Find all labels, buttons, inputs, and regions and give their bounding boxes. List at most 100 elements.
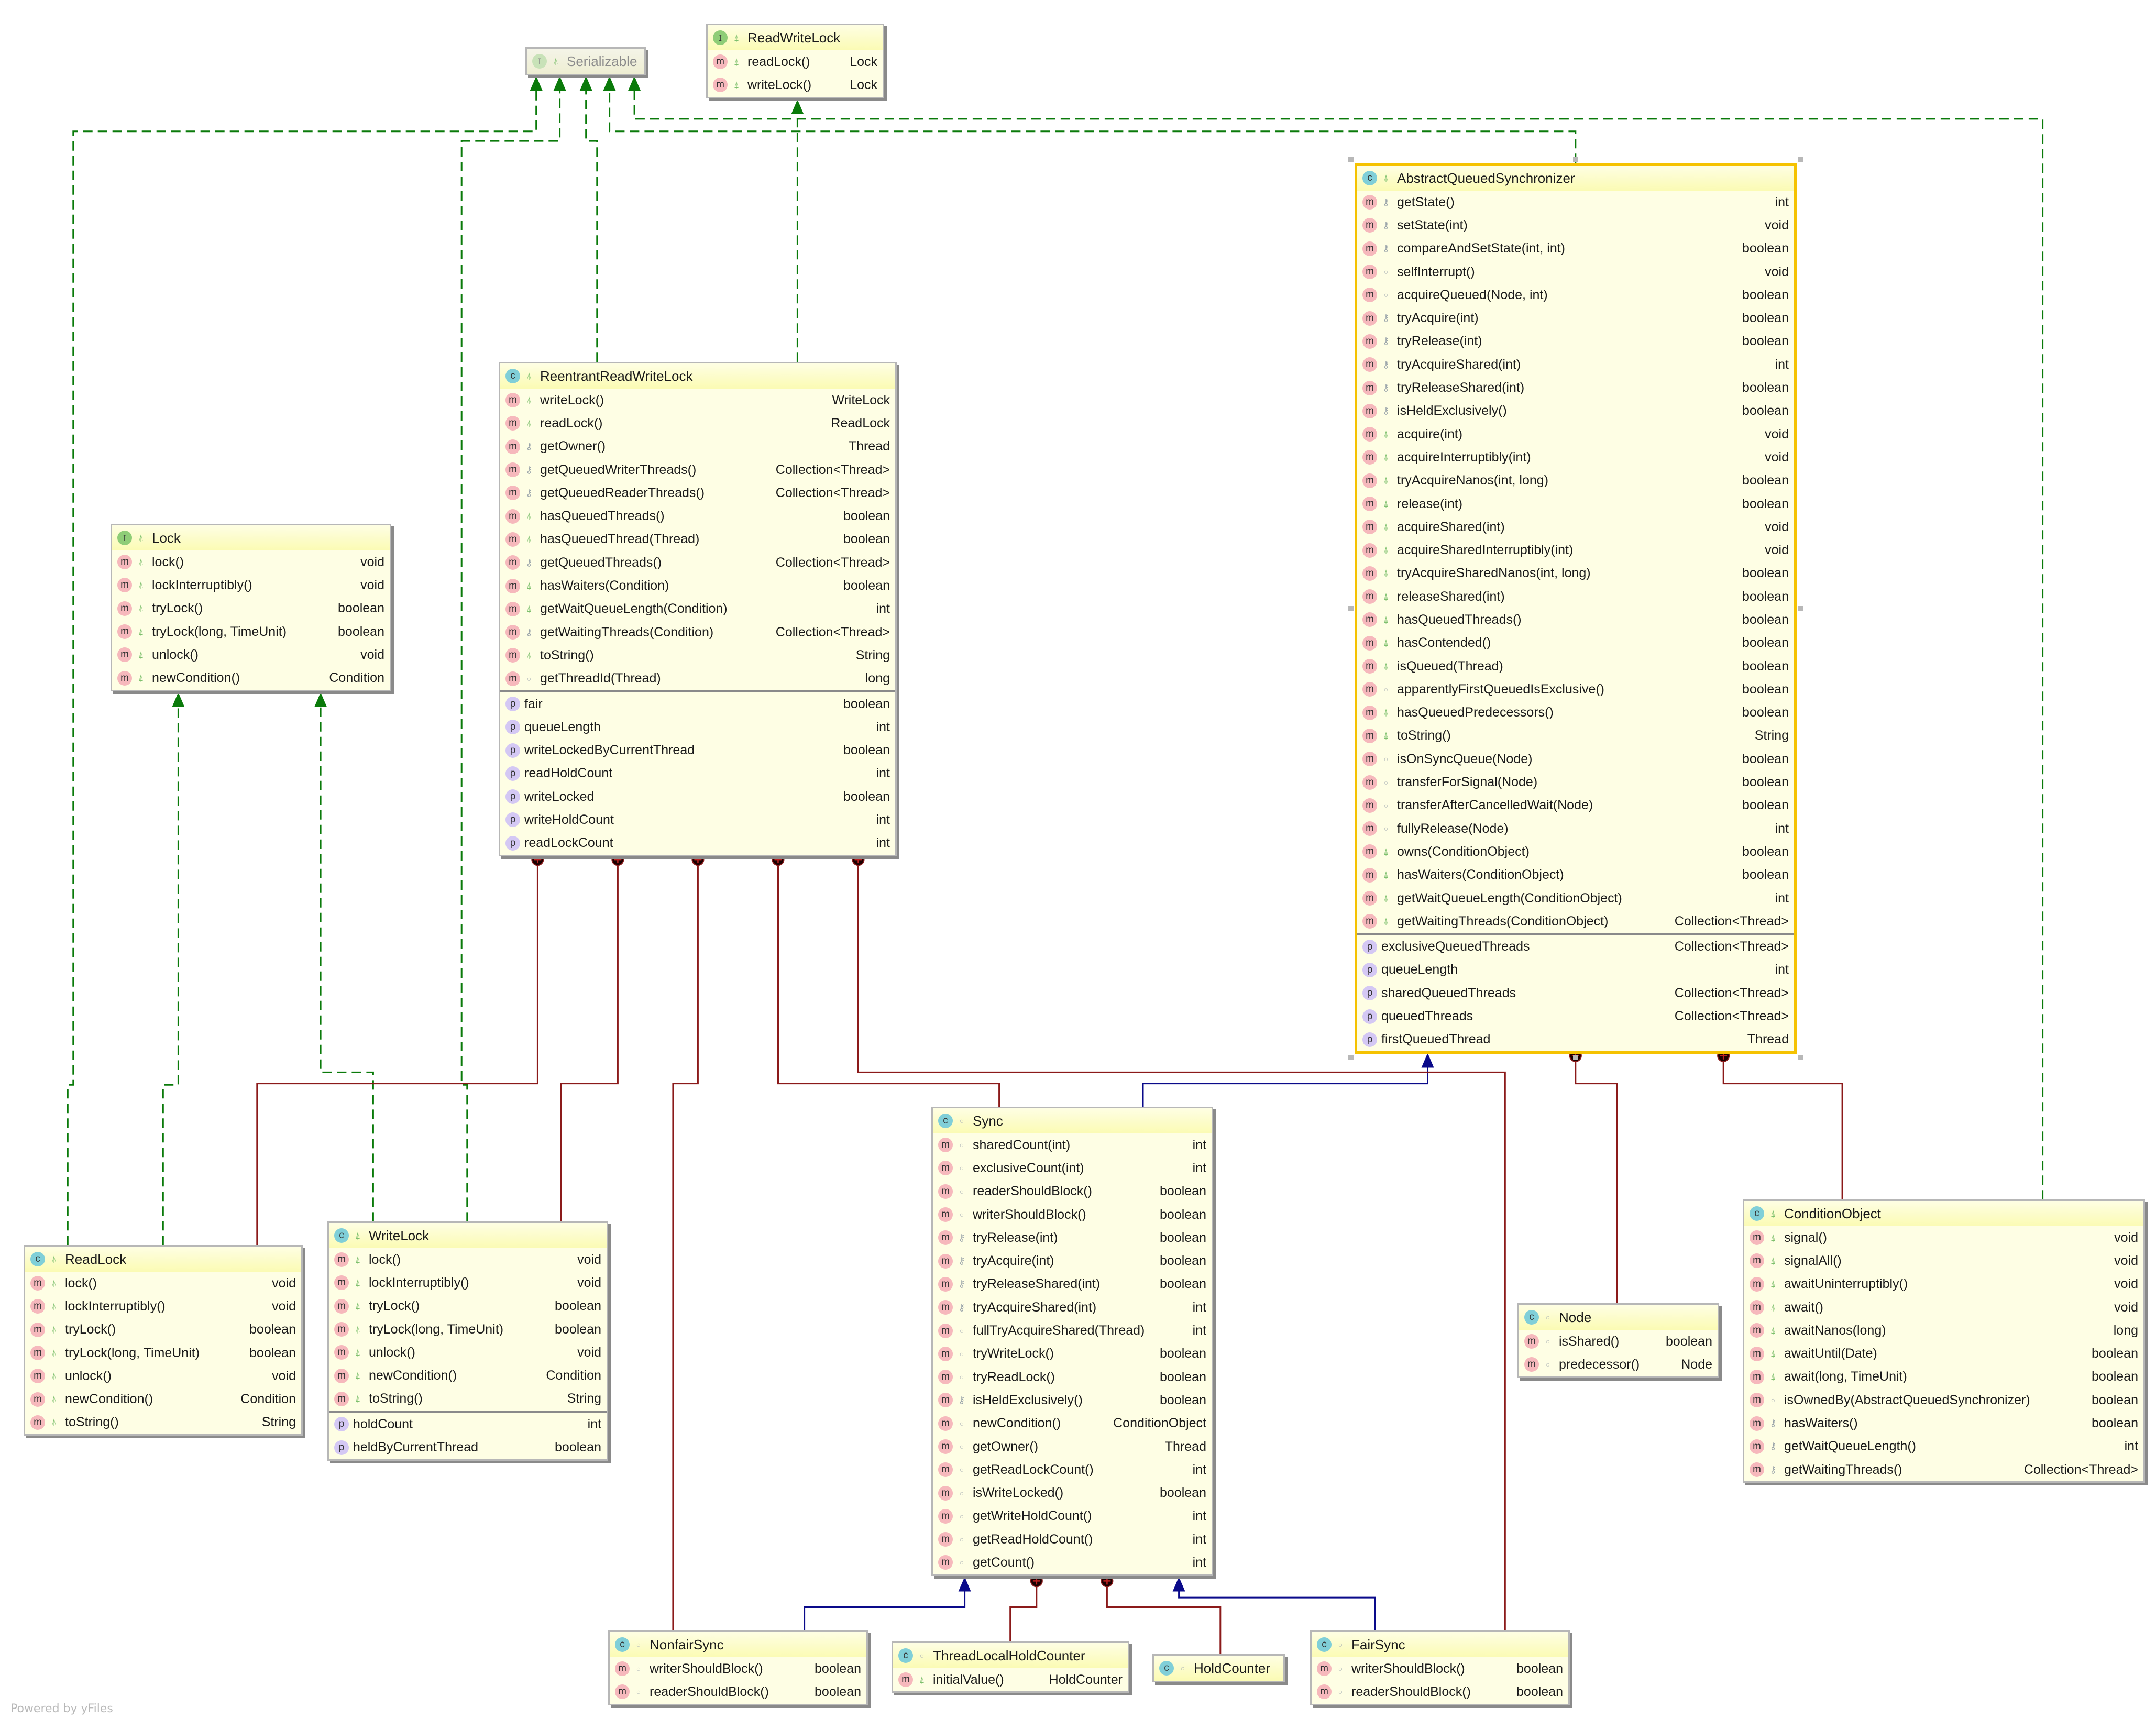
method-row[interactable]: m○apparentlyFirstQueuedIsExclusive()bool… bbox=[1357, 678, 1794, 701]
method-row[interactable]: m○isOwnedBy(AbstractQueuedSynchronizer)b… bbox=[1744, 1389, 2143, 1412]
selection-handle[interactable] bbox=[1798, 157, 1803, 162]
method-row[interactable]: m○tryWriteLock()boolean bbox=[933, 1342, 1212, 1365]
selection-handle[interactable] bbox=[1348, 605, 1354, 611]
method-row[interactable]: m⍋hasWaiters(ConditionObject)boolean bbox=[1357, 864, 1794, 887]
method-row[interactable]: m○getThreadId(Thread)long bbox=[500, 667, 895, 690]
method-row[interactable]: m⚷getQueuedReaderThreads()Collection<Thr… bbox=[500, 481, 895, 504]
method-row[interactable]: m⍋owns(ConditionObject)boolean bbox=[1357, 840, 1794, 863]
method-row[interactable]: m⍋acquire(int)void bbox=[1357, 423, 1794, 446]
edge-writelock-lock[interactable] bbox=[320, 704, 374, 1222]
method-row[interactable]: m○getOwner()Thread bbox=[933, 1435, 1212, 1458]
method-row[interactable]: m⍋toString()String bbox=[25, 1411, 301, 1434]
selection-handle[interactable] bbox=[1348, 157, 1354, 162]
method-row[interactable]: m⍋tryAcquireNanos(int, long)boolean bbox=[1357, 469, 1794, 492]
method-row[interactable]: m⍋lockInterruptibly()void bbox=[112, 574, 390, 597]
class-header[interactable]: c⍋WriteLock bbox=[329, 1223, 607, 1248]
method-row[interactable]: m⍋initialValue()HoldCounter bbox=[893, 1668, 1128, 1691]
method-row[interactable]: m⚷tryRelease(int)boolean bbox=[933, 1226, 1212, 1249]
edge-sync-rrwl[interactable] bbox=[777, 860, 1000, 1107]
method-row[interactable]: m⚷isHeldExclusively()boolean bbox=[933, 1389, 1212, 1412]
method-row[interactable]: m○transferAfterCancelledWait(Node)boolea… bbox=[1357, 794, 1794, 817]
class-header[interactable]: c⍋ConditionObject bbox=[1744, 1201, 2143, 1226]
method-row[interactable]: m⚷tryRelease(int)boolean bbox=[1357, 330, 1794, 353]
method-row[interactable]: m⚷getQueuedThreads()Collection<Thread> bbox=[500, 551, 895, 574]
method-row[interactable]: m⍋lock()void bbox=[25, 1272, 301, 1295]
method-row[interactable]: m○isOnSyncQueue(Node)boolean bbox=[1357, 747, 1794, 770]
method-row[interactable]: m⚷tryAcquireShared(int)int bbox=[1357, 353, 1794, 376]
method-row[interactable]: m○writerShouldBlock()boolean bbox=[610, 1657, 866, 1680]
edge-threadlocalholdcounter-sync[interactable] bbox=[1009, 1581, 1038, 1642]
class-header[interactable]: c⍋ReentrantReadWriteLock bbox=[500, 363, 895, 389]
method-row[interactable]: m⍋hasWaiters(Condition)boolean bbox=[500, 574, 895, 597]
method-row[interactable]: m⚷tryAcquire(int)boolean bbox=[1357, 306, 1794, 329]
method-row[interactable]: m⍋acquireSharedInterruptibly(int)void bbox=[1357, 538, 1794, 561]
method-row[interactable]: m⍋awaitUntil(Date)boolean bbox=[1744, 1342, 2143, 1365]
method-row[interactable]: m⍋hasQueuedThread(Thread)boolean bbox=[500, 528, 895, 551]
class-header[interactable]: c○Node bbox=[1519, 1305, 1718, 1330]
class-node-serializable[interactable]: I⍋Serializable bbox=[525, 47, 646, 75]
selection-handle[interactable] bbox=[1573, 1055, 1578, 1060]
method-row[interactable]: m○newCondition()ConditionObject bbox=[933, 1412, 1212, 1435]
method-row[interactable]: m⍋getWaitingThreads(ConditionObject)Coll… bbox=[1357, 910, 1794, 933]
class-header[interactable]: c⍋ReadLock bbox=[25, 1247, 301, 1272]
method-row[interactable]: m⍋releaseShared(int)boolean bbox=[1357, 585, 1794, 608]
selection-handle[interactable] bbox=[1798, 605, 1803, 611]
method-row[interactable]: m○readerShouldBlock()boolean bbox=[610, 1680, 866, 1703]
class-header[interactable]: I⍋Serializable bbox=[527, 49, 644, 74]
edge-readlock-rrwl[interactable] bbox=[256, 860, 538, 1246]
method-row[interactable]: m⍋tryLock(long, TimeUnit)boolean bbox=[112, 620, 390, 643]
edge-writelock-serializable[interactable] bbox=[460, 85, 561, 1222]
method-row[interactable]: m○isShared()boolean bbox=[1519, 1330, 1718, 1353]
edge-fairsync-sync[interactable] bbox=[1178, 1589, 1376, 1631]
method-row[interactable]: m⍋toString()String bbox=[329, 1387, 607, 1411]
method-row[interactable]: m○tryReadLock()boolean bbox=[933, 1365, 1212, 1389]
class-header[interactable]: c○FairSync bbox=[1312, 1632, 1568, 1657]
method-row[interactable]: m⍋readLock()ReadLock bbox=[500, 412, 895, 435]
method-row[interactable]: m⚷tryReleaseShared(int)boolean bbox=[1357, 376, 1794, 399]
method-row[interactable]: m⍋tryLock()boolean bbox=[25, 1318, 301, 1341]
method-row[interactable]: m⍋tryLock(long, TimeUnit)boolean bbox=[25, 1341, 301, 1364]
method-row[interactable]: m⚷hasWaiters()boolean bbox=[1744, 1412, 2143, 1435]
method-row[interactable]: m⍋newCondition()Condition bbox=[329, 1364, 607, 1387]
class-header[interactable]: c⍋AbstractQueuedSynchronizer bbox=[1357, 166, 1794, 191]
method-row[interactable]: m○writerShouldBlock()boolean bbox=[1312, 1657, 1568, 1680]
class-header[interactable]: c○HoldCounter bbox=[1154, 1656, 1283, 1681]
method-row[interactable]: m⍋hasQueuedPredecessors()boolean bbox=[1357, 701, 1794, 724]
method-row[interactable]: m⍋writeLock()WriteLock bbox=[500, 389, 895, 412]
method-row[interactable]: m⚷getOwner()Thread bbox=[500, 435, 895, 458]
edge-aqs-serializable[interactable] bbox=[609, 85, 1577, 163]
method-row[interactable]: m⍋release(int)boolean bbox=[1357, 492, 1794, 515]
edge-node-aqs[interactable] bbox=[1575, 1055, 1618, 1304]
method-row[interactable]: m○getCount()int bbox=[933, 1551, 1212, 1574]
method-row[interactable]: m⚷tryAcquire(int)boolean bbox=[933, 1249, 1212, 1272]
method-row[interactable]: m⍋newCondition()Condition bbox=[112, 666, 390, 689]
class-header[interactable]: c○NonfairSync bbox=[610, 1632, 866, 1657]
method-row[interactable]: m⍋isQueued(Thread)boolean bbox=[1357, 655, 1794, 678]
method-row[interactable]: m⍋writeLock()Lock bbox=[708, 73, 883, 96]
method-row[interactable]: m⍋lockInterruptibly()void bbox=[329, 1271, 607, 1294]
class-header[interactable]: c○Sync bbox=[933, 1108, 1212, 1133]
method-row[interactable]: m○exclusiveCount(int)int bbox=[933, 1156, 1212, 1180]
method-row[interactable]: m⍋awaitNanos(long)long bbox=[1744, 1319, 2143, 1342]
method-row[interactable]: m⍋unlock()void bbox=[25, 1364, 301, 1387]
